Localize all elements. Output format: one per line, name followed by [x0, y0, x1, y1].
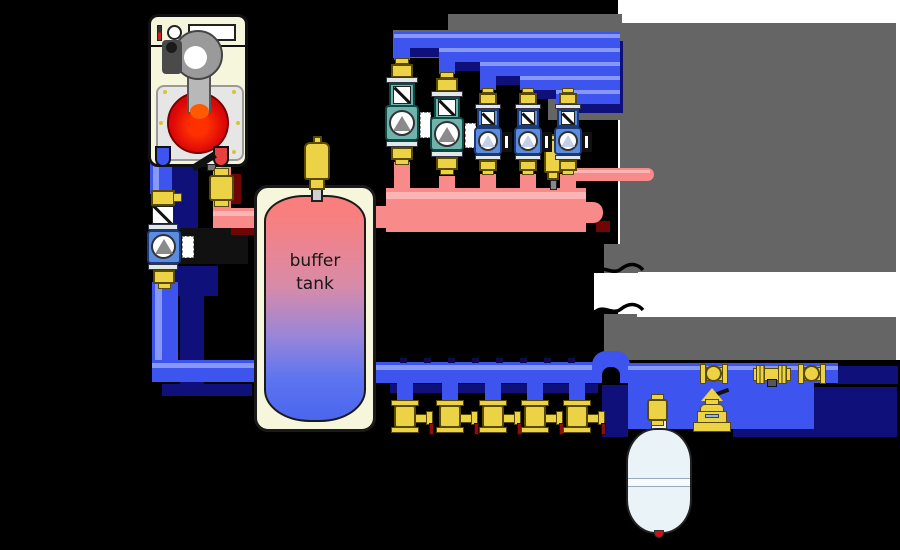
air-vent-stub	[550, 180, 557, 190]
burner-knob	[166, 42, 177, 53]
remote-return-band	[620, 317, 896, 360]
pump-rotor-icon	[389, 110, 415, 136]
shadow	[602, 385, 628, 437]
shadow	[162, 384, 252, 396]
buffer-tank-label-line2: tank	[296, 273, 334, 294]
flame-icon	[190, 104, 209, 119]
shadow	[231, 174, 241, 204]
union-nut	[756, 365, 765, 384]
buffer-tank-water	[264, 195, 366, 422]
check-valve-icon	[152, 206, 174, 224]
drain-stub	[485, 381, 501, 403]
pump-rotor-icon	[151, 234, 176, 259]
manifold-stub	[480, 174, 496, 190]
drain-stub	[442, 381, 458, 403]
drain-stub	[569, 381, 585, 403]
shadow	[231, 226, 265, 235]
buffer-tank-label: buffer tank	[264, 250, 366, 296]
strainer-tab	[767, 379, 777, 387]
check-valve-icon	[521, 111, 535, 125]
drain-stub	[527, 381, 543, 403]
pipe-highlight	[480, 62, 620, 66]
supply-manifold-end-cap	[586, 202, 603, 223]
manifold-stub	[394, 162, 410, 190]
check-valve-icon	[481, 111, 495, 125]
isolation-valve[interactable]	[436, 78, 458, 92]
return-check-fitting	[151, 190, 175, 206]
pipe-highlight	[155, 282, 162, 382]
pipe-highlight	[153, 148, 159, 194]
boiler-gauge-icon	[167, 25, 182, 40]
drain-handle[interactable]	[429, 423, 434, 435]
pump-rotor-icon	[558, 131, 578, 151]
pipe-highlight	[439, 48, 620, 52]
drain-stub	[397, 381, 413, 403]
air-vent-collar	[547, 171, 559, 180]
pipe-highlight	[152, 363, 258, 368]
check-valve-icon	[561, 111, 575, 125]
boiler-indicator	[157, 25, 162, 41]
boiler-return-port	[155, 146, 171, 167]
pipe-highlight	[374, 365, 598, 370]
manifold-stub	[439, 176, 455, 190]
shadow	[836, 366, 898, 384]
shadow	[596, 221, 610, 232]
drain-handle[interactable]	[601, 423, 606, 435]
circuit-riser-3	[480, 70, 496, 90]
air-vent-collar	[309, 178, 325, 190]
vessel-air-nipple	[654, 530, 664, 538]
pipe-highlight	[213, 211, 261, 216]
pipe-bridge-gap	[602, 367, 620, 383]
buffer-tank-label-line1: buffer	[289, 251, 341, 271]
valve-cap	[214, 200, 229, 207]
valve-cap	[158, 283, 171, 289]
burner-sight-glass	[184, 46, 207, 69]
pump-rotor-icon	[518, 131, 538, 151]
check-valve-icon	[438, 99, 456, 116]
safety-cap	[701, 388, 723, 401]
circuit-riser-2	[439, 56, 455, 74]
pipe-highlight	[394, 34, 620, 38]
pump-isolation-valve[interactable]	[153, 270, 175, 284]
vessel-seam	[628, 478, 690, 487]
union-nut	[778, 365, 787, 384]
isolation-valve[interactable]	[391, 64, 413, 78]
pipe-highlight	[556, 90, 620, 94]
pipe-highlight	[628, 366, 838, 370]
pipe-break-icon	[594, 262, 644, 314]
pipe-highlight	[566, 170, 650, 173]
air-vent-tank	[304, 142, 330, 180]
pump-flange	[148, 224, 178, 230]
pipe-highlight	[520, 76, 620, 80]
check-valve-icon	[393, 86, 411, 104]
remote-consumers-block	[620, 23, 896, 272]
pump-flange	[148, 264, 178, 270]
fitting-cap	[173, 193, 182, 202]
boiler-supply-ball-valve[interactable]	[209, 175, 234, 201]
pump-rotor-icon	[478, 131, 498, 151]
valve-hinge	[207, 164, 216, 171]
drain-handle[interactable]	[474, 423, 479, 435]
pump-terminal-box	[182, 236, 194, 258]
manifold-stub	[560, 174, 576, 190]
manifold-stub	[520, 174, 536, 190]
ball-icon	[705, 365, 722, 382]
pipe-highlight	[386, 192, 586, 199]
air-vent-stub	[311, 188, 323, 202]
circuit-riser-1	[394, 40, 410, 60]
ball-icon	[803, 365, 820, 382]
pump-rotor-icon	[434, 121, 460, 147]
